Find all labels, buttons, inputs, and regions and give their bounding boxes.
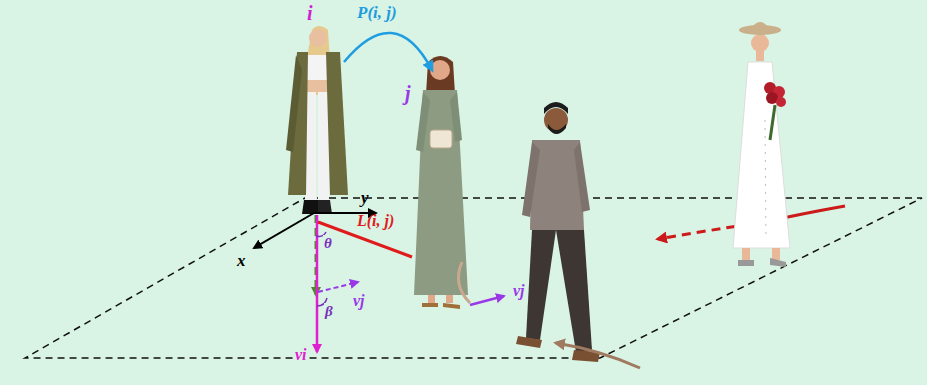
axis-label: x xyxy=(236,252,247,271)
velocity-label: vj xyxy=(512,282,526,300)
agent-label: i xyxy=(306,2,314,24)
velocity-label: vi xyxy=(294,346,308,364)
distance-label: L(i, j) xyxy=(356,212,395,230)
angle-label: β xyxy=(324,303,334,320)
angle-label: θ xyxy=(323,235,333,252)
transition-label: P(i, j) xyxy=(356,4,398,23)
axis-label: y xyxy=(360,189,370,208)
agent-label: j xyxy=(404,82,412,104)
velocity-label: vj xyxy=(352,292,366,310)
